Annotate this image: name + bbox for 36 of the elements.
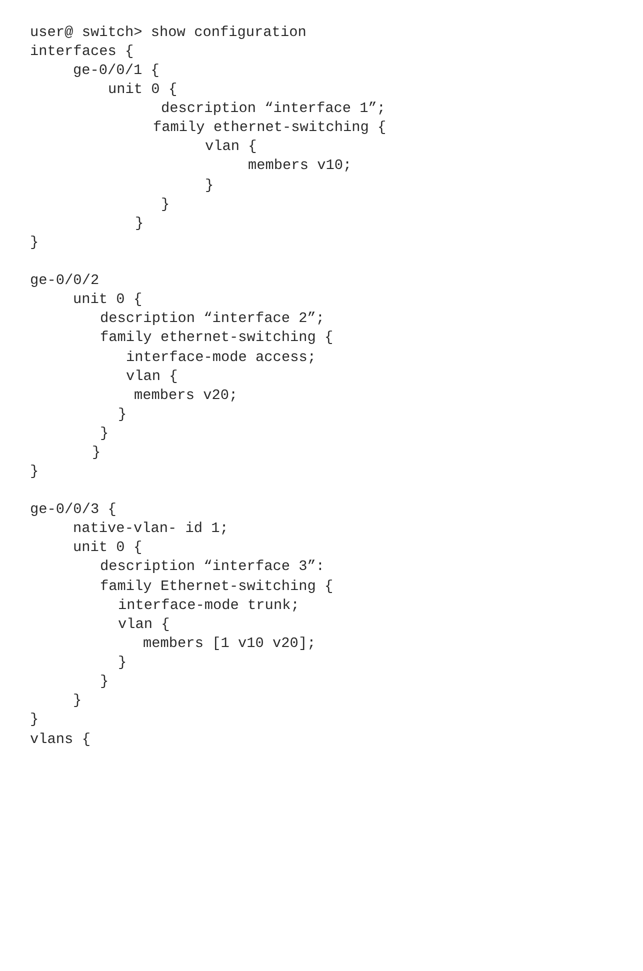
config-line: family ethernet-switching { xyxy=(153,120,386,136)
config-line: } xyxy=(30,712,39,728)
config-line: vlan { xyxy=(118,617,170,633)
config-line: } xyxy=(161,197,170,213)
config-line: } xyxy=(100,674,109,690)
config-line: } xyxy=(100,426,109,442)
config-line: } xyxy=(30,464,39,480)
config-line: interfaces { xyxy=(30,44,134,60)
config-line: } xyxy=(205,178,214,194)
config-line: vlans { xyxy=(30,732,90,748)
config-line: user@ switch> show configuration xyxy=(30,25,306,41)
config-line: } xyxy=(92,445,101,461)
config-line: interface-mode trunk; xyxy=(118,598,300,614)
config-line: } xyxy=(118,407,127,423)
config-line: } xyxy=(30,235,39,251)
config-line: native-vlan- id 1; xyxy=(73,521,228,537)
config-line: description “interface 3”: xyxy=(100,559,325,575)
config-line: } xyxy=(135,216,144,232)
config-line: vlan { xyxy=(205,139,257,155)
config-line: vlan { xyxy=(126,369,178,385)
config-line: unit 0 { xyxy=(73,540,142,556)
config-line: family ethernet-switching { xyxy=(100,330,334,346)
config-line: unit 0 { xyxy=(73,292,142,308)
config-line: members [1 v10 v20]; xyxy=(143,636,316,652)
config-line: ge-0/0/2 xyxy=(30,273,100,289)
config-line: description “interface 2”; xyxy=(100,311,325,327)
config-line: interface-mode access; xyxy=(126,350,316,366)
config-line: } xyxy=(118,655,127,671)
config-line: unit 0 { xyxy=(108,82,178,98)
config-line: } xyxy=(73,693,82,709)
config-line: description “interface 1”; xyxy=(161,101,386,117)
config-line: ge-0/0/3 { xyxy=(30,502,116,518)
config-line: family Ethernet-switching { xyxy=(100,579,334,595)
config-line: members v20; xyxy=(134,388,238,404)
config-line: members v10; xyxy=(248,158,352,174)
config-line: ge-0/0/1 { xyxy=(73,63,160,79)
